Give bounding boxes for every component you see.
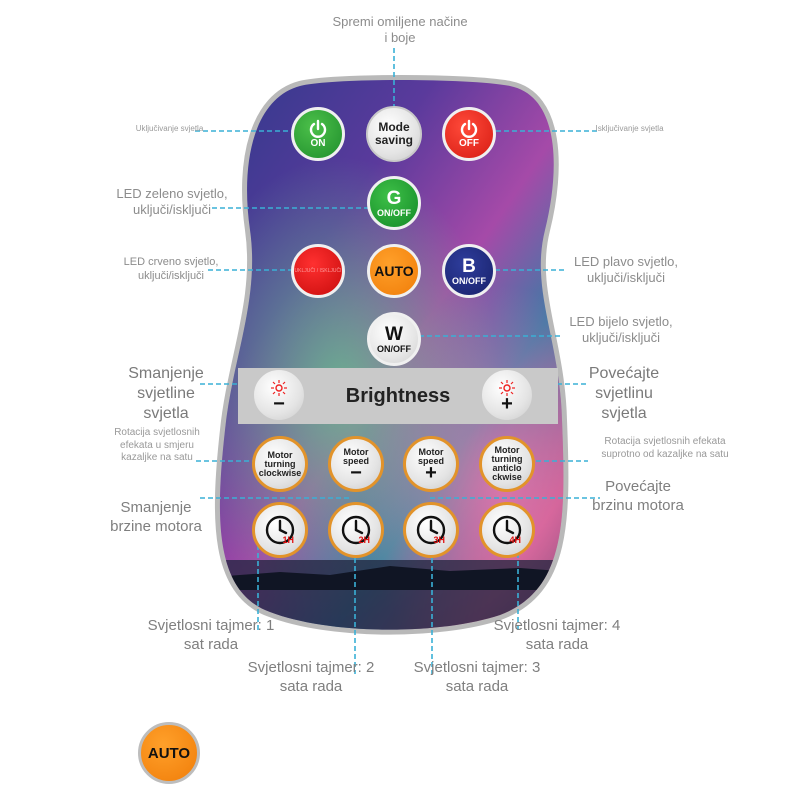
sun-icon: [271, 380, 287, 396]
off-button-label: OFF: [459, 138, 479, 149]
mode-label-1: Mode: [378, 120, 410, 134]
motor-clockwise-button[interactable]: Motor turning clockwise: [252, 436, 308, 492]
timer-3h-label: 3H: [433, 535, 445, 545]
motor-speed-l1: Motor: [418, 447, 444, 457]
blue-label: B: [462, 255, 476, 277]
label-rot-ccw: Rotacija svjetlosnih efekata suprotno od…: [601, 436, 729, 460]
label-timer-4: Svjetlosni tajmer: 4 sata rada: [493, 617, 621, 653]
white-toggle-button[interactable]: W ON/OFF: [367, 312, 421, 366]
motor-ccw-l2: turning: [491, 454, 523, 464]
off-button[interactable]: OFF: [442, 107, 496, 161]
on-button-label: ON: [310, 138, 326, 149]
motor-cw-l1: Motor: [267, 449, 293, 460]
brightness-down-button[interactable]: −: [252, 368, 306, 422]
label-speed-up: Povećajte brzinu motora: [592, 478, 684, 514]
auto-legend-label: AUTO: [147, 744, 191, 762]
timer-4h-label: 4H: [509, 535, 521, 545]
timer-4h-button[interactable]: 4H: [479, 502, 535, 558]
timer-2h-button[interactable]: 2H: [328, 502, 384, 558]
white-sub: ON/OFF: [377, 343, 411, 354]
timer-1h-label: 1H: [282, 535, 294, 545]
timer-3h-button[interactable]: 3H: [403, 502, 459, 558]
label-green: LED zeleno svjetlo, uključi/isključi: [116, 186, 228, 218]
on-button[interactable]: ON: [291, 107, 345, 161]
green-toggle-button[interactable]: G ON/OFF: [367, 176, 421, 230]
label-blue: LED plavo svjetlo, uključi/isključi: [573, 254, 679, 286]
white-label: W: [385, 323, 403, 345]
motor-speed-down-button[interactable]: Motor speed −: [328, 436, 384, 492]
motor-anticlockwise-button[interactable]: Motor turning anticlo ckwise: [479, 436, 535, 492]
motor-cw-l2: turning: [264, 458, 296, 469]
plus-sign: +: [425, 462, 437, 484]
green-label: G: [386, 187, 402, 209]
mode-saving-button[interactable]: Mode saving: [366, 106, 422, 162]
minus-sign: −: [350, 462, 362, 484]
red-label: UKLJUČI / ISKLJUČI: [294, 268, 342, 274]
auto-button[interactable]: AUTO: [367, 244, 421, 298]
blue-sub: ON/OFF: [452, 275, 486, 286]
green-sub: ON/OFF: [377, 207, 411, 218]
label-off-light: Isključivanje svjetla: [595, 124, 664, 133]
auto-legend-button: AUTO: [138, 722, 200, 784]
clock-icon: [265, 515, 295, 545]
motor-ccw-l3: anticlo: [492, 463, 522, 473]
clock-icon: [416, 515, 446, 545]
sun-icon: [499, 380, 515, 396]
label-red: LED crveno svjetlo, uključi/isključi: [123, 256, 219, 282]
motor-ccw-l4: ckwise: [492, 472, 522, 482]
label-mode-saving: Spremi omiljene načine i boje: [332, 14, 468, 46]
motor-speed-up-button[interactable]: Motor speed +: [403, 436, 459, 492]
motor-ccw-l1: Motor: [494, 445, 520, 455]
blue-toggle-button[interactable]: B ON/OFF: [442, 244, 496, 298]
motor-speed-l2: speed: [342, 456, 369, 466]
timer-1h-button[interactable]: 1H: [252, 502, 308, 558]
clock-icon: [341, 515, 371, 545]
label-rot-cw: Rotacija svjetlosnih efekata u smjeru ka…: [114, 427, 200, 463]
motor-speed-l2: speed: [417, 456, 444, 466]
label-on-light: Uključivanje svjetla: [135, 124, 204, 133]
label-bright-down: Smanjenje svjetline svjetla: [128, 365, 204, 422]
label-white: LED bijelo svjetlo, uključi/isključi: [569, 314, 673, 346]
plus-sign: +: [501, 393, 513, 415]
power-icon: [460, 119, 478, 138]
minus-sign: −: [273, 393, 285, 415]
red-toggle-button[interactable]: UKLJUČI / ISKLJUČI: [291, 244, 345, 298]
brightness-up-button[interactable]: +: [480, 368, 534, 422]
auto-label: AUTO: [374, 263, 414, 279]
label-speed-down: Smanjenje brzine motora: [110, 499, 202, 535]
mode-label-2: saving: [374, 133, 413, 147]
timer-2h-label: 2H: [358, 535, 370, 545]
brightness-label: Brightness: [345, 384, 451, 407]
clock-icon: [492, 515, 522, 545]
motor-speed-l1: Motor: [343, 447, 369, 457]
power-icon: [309, 119, 327, 138]
label-timer-1: Svjetlosni tajmer: 1 sat rada: [147, 617, 275, 653]
motor-cw-l3: clockwise: [258, 467, 302, 478]
label-timer-3: Svjetlosni tajmer: 3 sata rada: [413, 659, 541, 695]
label-bright-up: Povećajte svjetlinu svjetla: [588, 365, 660, 422]
label-timer-2: Svjetlosni tajmer: 2 sata rada: [247, 659, 375, 695]
